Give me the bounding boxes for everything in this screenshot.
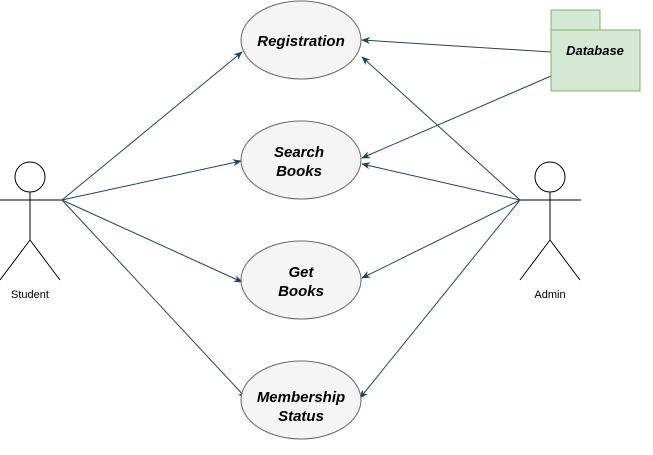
use-case-label-line-1: Search [274,144,324,161]
database-package-tab [550,9,601,31]
use-case-label-line-1: Get [288,264,314,281]
use-case-label-line-2: Books [276,163,322,180]
use-case-label: Registration [257,33,345,50]
database-label: Database [566,43,624,58]
use-case-ellipse [240,360,362,440]
use-case-ellipse [240,240,362,320]
student-to-registration-arrow [61,51,243,201]
admin-to-search-books-arrow [361,162,521,201]
database-to-registration-arrow [361,36,552,53]
use-case-label-line-2: Books [278,283,324,300]
use-case-label-line-1: Membership [257,389,345,406]
use-case-membership-status[interactable]: Membership Status [240,360,362,440]
student-to-get-books-arrow [61,199,243,283]
actor-student-label: Student [11,289,49,301]
connectors [61,36,552,399]
use-case-registration[interactable]: Registration [240,0,362,80]
student-to-membership-status-arrow [61,199,247,399]
database-package-body [550,29,641,92]
actor-admin[interactable] [519,161,581,281]
use-case-ellipse [240,120,362,200]
actor-head-icon [14,161,46,193]
actor-head-icon [534,161,566,193]
use-case-get-books[interactable]: Get Books [240,240,362,320]
admin-to-registration-arrow [361,56,521,201]
actor-admin-label: Admin [534,289,565,301]
admin-to-membership-status-arrow [359,199,521,399]
use-case-search-books[interactable]: Search Books [240,120,362,200]
admin-to-get-books-arrow [361,199,521,279]
student-to-search-books-arrow [61,159,242,201]
use-case-ellipse [240,0,362,80]
database-to-search-books-arrow [361,75,552,159]
actor-student[interactable] [0,161,62,281]
use-case-label-line-2: Status [278,408,324,425]
database-package[interactable]: Database [550,9,641,92]
